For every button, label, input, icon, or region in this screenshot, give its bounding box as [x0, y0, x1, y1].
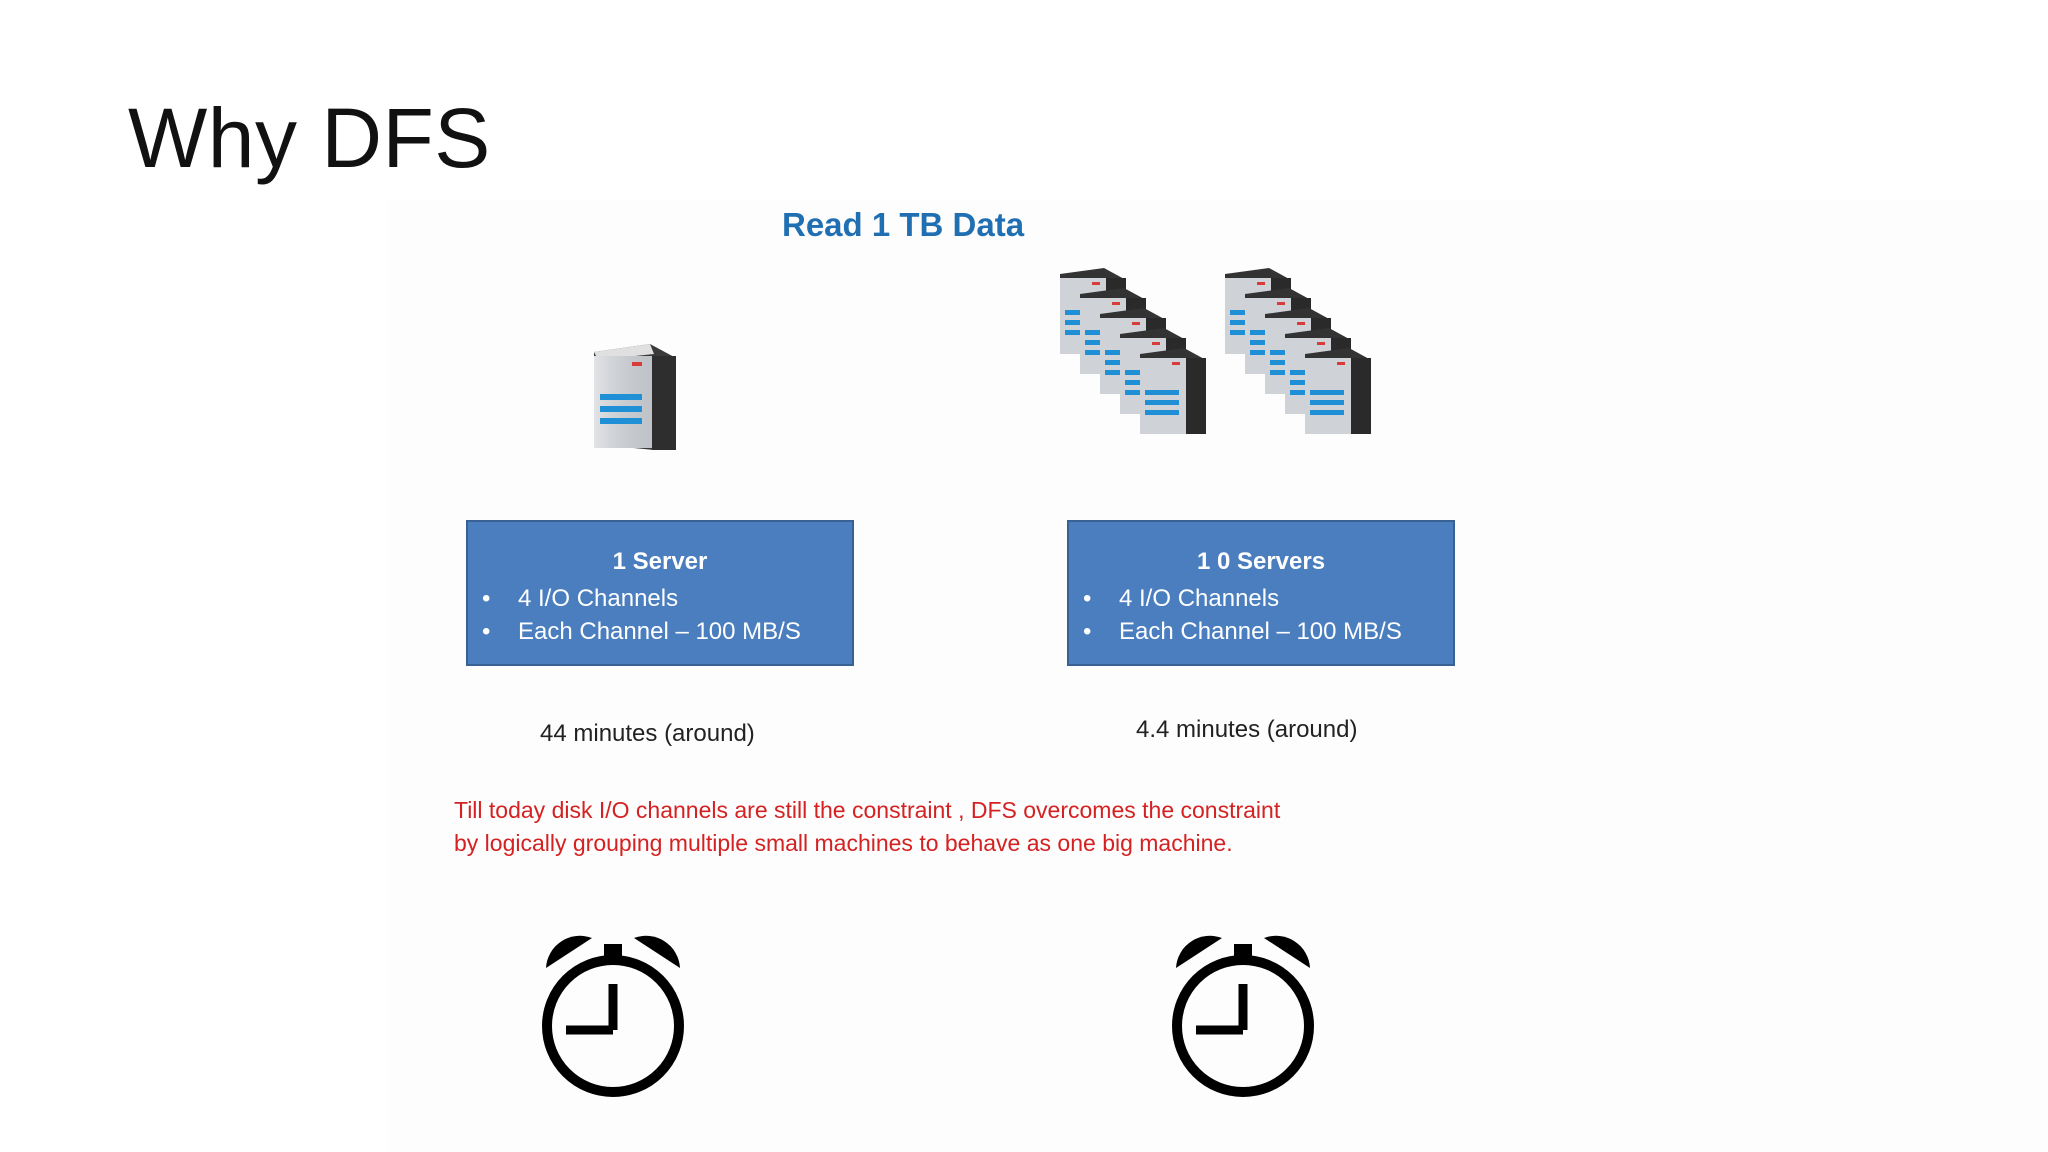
constraint-note: Till today disk I/O channels are still t… [454, 794, 1434, 860]
single-server-box: 1 Server 4 I/O Channels Each Channel – 1… [466, 520, 854, 666]
server-icon [592, 344, 676, 455]
figure-heading: Read 1 TB Data [782, 206, 1025, 243]
note-line: Till today disk I/O channels are still t… [454, 797, 1281, 823]
slide-title: Why DFS [128, 91, 491, 185]
bullet-item: Each Channel – 100 MB/S [1083, 615, 1453, 648]
bullet-item: 4 I/O Channels [1083, 582, 1453, 615]
single-server-time: 44 minutes (around) [540, 720, 755, 747]
box-bullets: 4 I/O Channels Each Channel – 100 MB/S [468, 582, 852, 648]
bullet-item: 4 I/O Channels [482, 582, 852, 615]
server-cluster-icon [1060, 268, 1390, 458]
bullet-item: Each Channel – 100 MB/S [482, 615, 852, 648]
box-title: 1 Server [612, 548, 708, 575]
box-title: 1 0 Servers [1196, 548, 1326, 575]
note-line: by logically grouping multiple small mac… [454, 830, 1233, 856]
multi-server-time: 4.4 minutes (around) [1136, 716, 1358, 743]
alarm-clock-icon [1168, 930, 1318, 1105]
box-bullets: 4 I/O Channels Each Channel – 100 MB/S [1069, 582, 1453, 648]
multi-server-box: 1 0 Servers 4 I/O Channels Each Channel … [1067, 520, 1455, 666]
alarm-clock-icon [538, 930, 688, 1105]
